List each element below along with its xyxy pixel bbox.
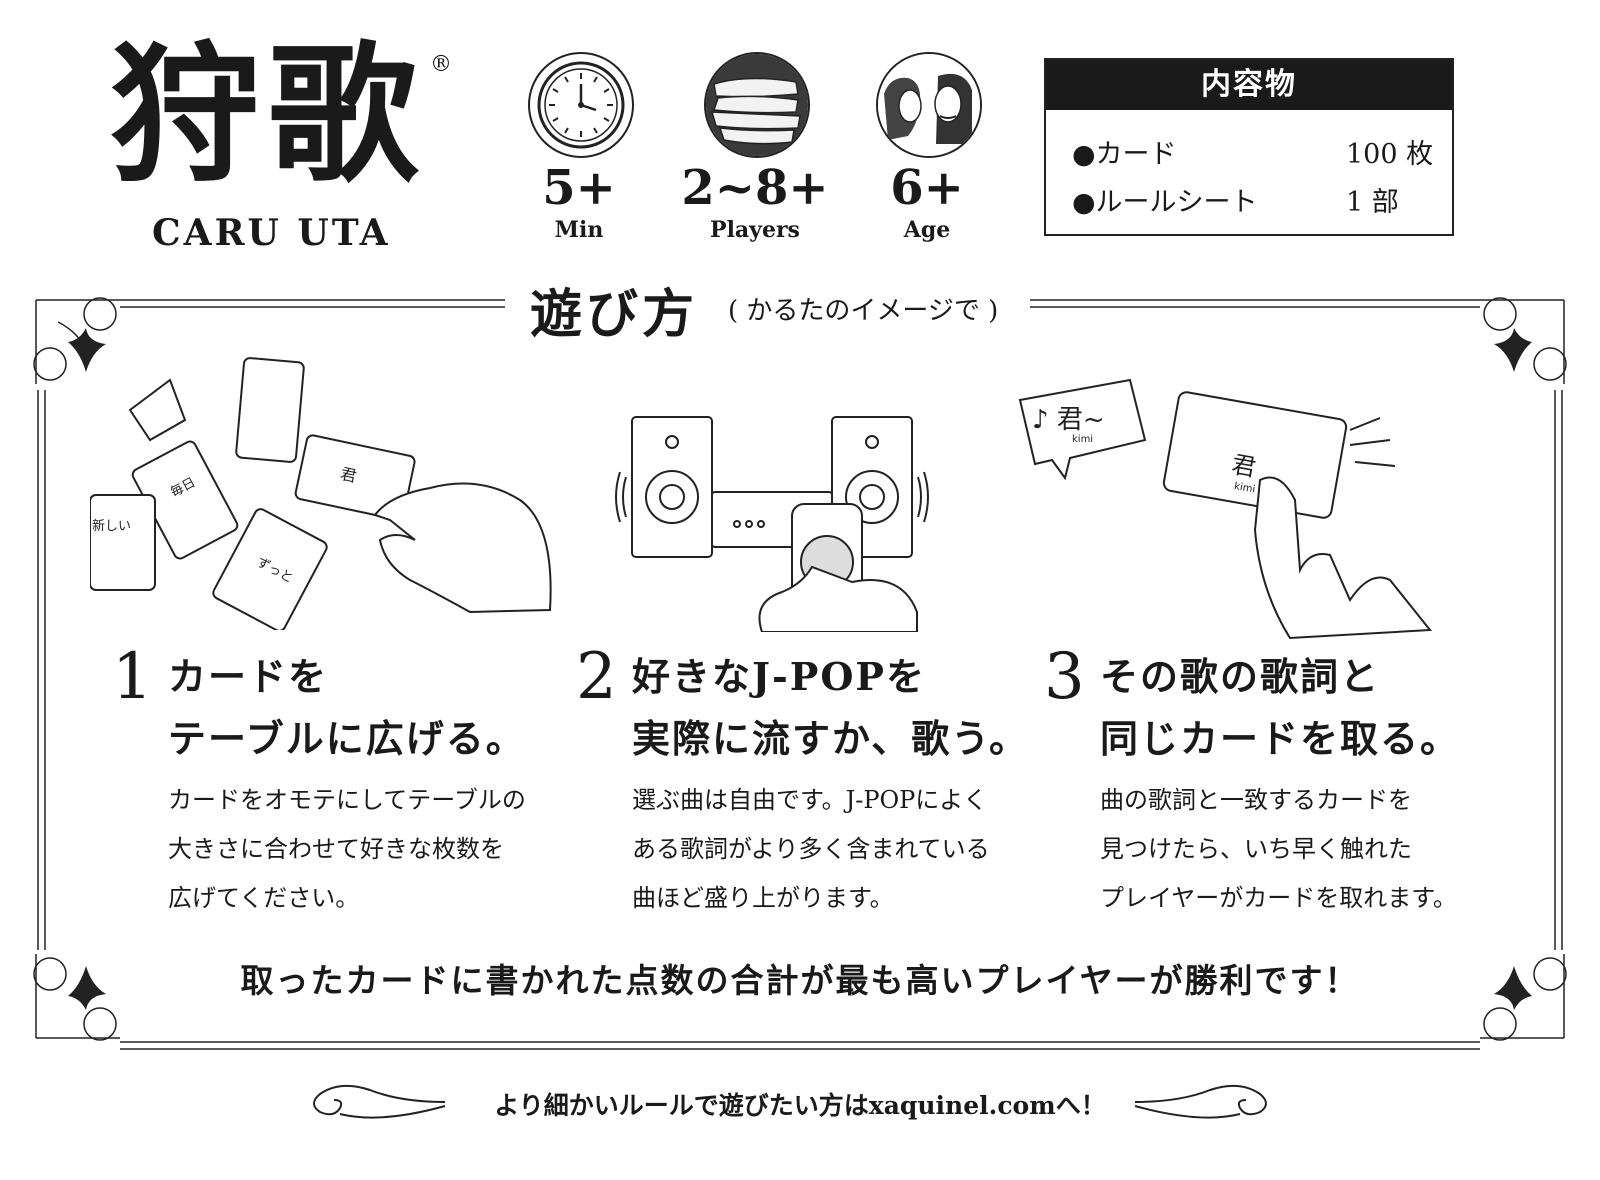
flourish-left-icon bbox=[313, 1084, 446, 1119]
corner-ornament-bottom-right-icon bbox=[1480, 954, 1567, 1041]
step-1-body-line-1: カードをオモテにしてテーブルの bbox=[168, 786, 526, 814]
step-2-heading-line-2: 実際に流すか、歌う。 bbox=[632, 716, 1029, 761]
contents-item-cards: ●カード bbox=[1072, 139, 1177, 170]
illustration-grab-card: ♪ 君~ kimi 君 kimi bbox=[1018, 378, 1432, 640]
contents-qty-cards: 100 枚 bbox=[1346, 139, 1434, 170]
logo-title: 狩歌 bbox=[110, 27, 427, 203]
corner-ornament-top-left-icon bbox=[33, 297, 120, 384]
step-2-body-line-1: 選ぶ曲は自由です。J-POPによく bbox=[632, 786, 988, 814]
step-1-body-line-2: 大きさに合わせて好きな枚数を bbox=[168, 835, 504, 863]
contents-box: 内容物 ●カード 100 枚 ●ルールシート 1 部 bbox=[1044, 58, 1454, 236]
age-label: Age bbox=[903, 217, 951, 243]
contents-item-rules: ●ルールシート bbox=[1072, 187, 1258, 218]
step-3-heading: その歌の歌詞と 同じカードを取る。 bbox=[1100, 646, 1460, 770]
speech-reading: kimi bbox=[1072, 434, 1093, 445]
contents-title: 内容物 bbox=[1046, 60, 1452, 110]
card-reading: kimi bbox=[1233, 481, 1256, 495]
step-1-number: 1 bbox=[112, 640, 153, 714]
illustration-cards-on-table: 新しい 毎日 君 ずっと bbox=[90, 357, 552, 630]
step-3-number: 3 bbox=[1044, 640, 1085, 714]
duration-value: 5+ bbox=[542, 160, 616, 216]
pocket-watch-icon bbox=[528, 52, 634, 158]
step-1-heading: カードを テーブルに広げる。 bbox=[168, 646, 526, 770]
step-2-body: 選ぶ曲は自由です。J-POPによく ある歌詞がより多く含まれている 曲ほど盛り上… bbox=[632, 776, 990, 923]
registered-mark: ® bbox=[430, 52, 452, 77]
flourish-right-icon bbox=[1134, 1084, 1267, 1119]
logo-subtitle: CARU UTA bbox=[152, 212, 391, 254]
corner-ornament-top-right-icon bbox=[1480, 297, 1567, 384]
faces-icon bbox=[876, 52, 982, 158]
step-2-number: 2 bbox=[576, 640, 617, 714]
how-to-play-title: 遊び方 bbox=[530, 284, 699, 345]
players-value: 2~8+ bbox=[681, 160, 829, 216]
card-word-3: 君 bbox=[339, 464, 359, 486]
step-2-body-line-3: 曲ほど盛り上がります。 bbox=[632, 884, 894, 912]
age-value: 6+ bbox=[890, 160, 964, 216]
step-1-heading-line-1: カードを bbox=[168, 654, 329, 699]
duration-label: Min bbox=[554, 217, 604, 243]
step-1-body-line-3: 広げてください。 bbox=[168, 884, 360, 912]
card-word-1: 新しい bbox=[92, 518, 131, 534]
step-3-body-line-2: 見つけたら、いち早く触れた bbox=[1100, 835, 1412, 863]
card-word-kimi: 君 bbox=[1230, 450, 1258, 482]
winning-condition: 取ったカードに書かれた点数の合計が最も高いプレイヤーが勝利です！ bbox=[240, 961, 1360, 1000]
corner-ornament-bottom-left-icon bbox=[33, 954, 120, 1041]
step-1-body: カードをオモテにしてテーブルの 大きさに合わせて好きな枚数を 広げてください。 bbox=[168, 776, 526, 923]
how-to-play-note: ( かるたのイメージで ) bbox=[728, 296, 999, 326]
step-1-heading-line-2: テーブルに広げる。 bbox=[168, 716, 526, 761]
step-3-body-line-1: 曲の歌詞と一致するカードを bbox=[1100, 786, 1412, 814]
step-3-body-line-3: プレイヤーがカードを取れます。 bbox=[1100, 884, 1457, 912]
step-3-heading-line-2: 同じカードを取る。 bbox=[1100, 716, 1461, 761]
step-3-body: 曲の歌詞と一致するカードを 見つけたら、いち早く触れた プレイヤーがカードを取れ… bbox=[1100, 776, 1457, 923]
step-2-body-line-2: ある歌詞がより多く含まれている bbox=[632, 835, 990, 863]
contents-qty-rules: 1 部 bbox=[1346, 187, 1399, 218]
more-rules-link-text: より細かいルールで遊びたい方はxaquinel.comへ！ bbox=[494, 1091, 1106, 1120]
illustration-speakers-and-phone bbox=[615, 416, 929, 632]
step-3-heading-line-1: その歌の歌詞と bbox=[1100, 654, 1381, 699]
step-2-heading: 好きなJ-POPを 実際に流すか、歌う。 bbox=[632, 646, 1029, 770]
step-2-heading-line-1: 好きなJ-POPを bbox=[632, 654, 927, 699]
stacked-hands-icon bbox=[704, 52, 810, 158]
players-label: Players bbox=[710, 217, 800, 243]
speech-lyric: ♪ 君~ bbox=[1032, 405, 1105, 435]
